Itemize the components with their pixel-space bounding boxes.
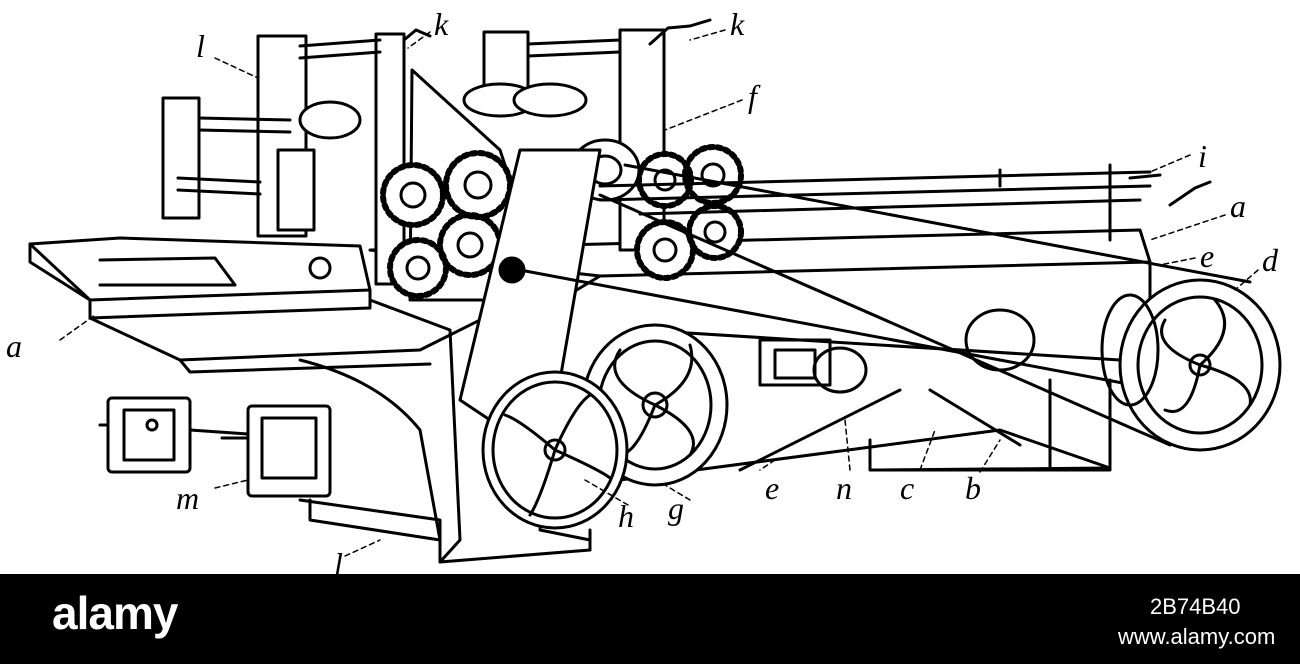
label-l-top: l — [196, 28, 205, 64]
label-f: f — [748, 78, 757, 114]
label-b: b — [965, 470, 981, 506]
watermark-bar: alamy 2B74B40 www.alamy.com — [0, 574, 1300, 664]
label-g: g — [668, 490, 684, 526]
label-a-right: a — [1230, 188, 1246, 224]
label-k-right: k — [730, 6, 745, 42]
label-l-bottom: l — [334, 546, 343, 582]
label-e-bottom: e — [765, 470, 780, 506]
site-url: www.alamy.com — [1118, 624, 1276, 649]
label-n: n — [836, 470, 852, 506]
machine-engraving: l k k f i a e d a m l h g e n c b — [6, 6, 1282, 580]
brand-logo: alamy — [52, 587, 178, 639]
label-k-left: k — [434, 6, 449, 42]
label-i: i — [1198, 138, 1207, 174]
image-id: 2B74B40 — [1150, 594, 1241, 619]
label-m: m — [176, 480, 200, 516]
label-a-left: a — [6, 328, 22, 364]
label-e-right: e — [1200, 238, 1215, 274]
label-h: h — [618, 498, 634, 534]
machine-drawing — [28, 18, 1282, 564]
label-c: c — [900, 470, 915, 506]
label-d: d — [1262, 242, 1278, 278]
